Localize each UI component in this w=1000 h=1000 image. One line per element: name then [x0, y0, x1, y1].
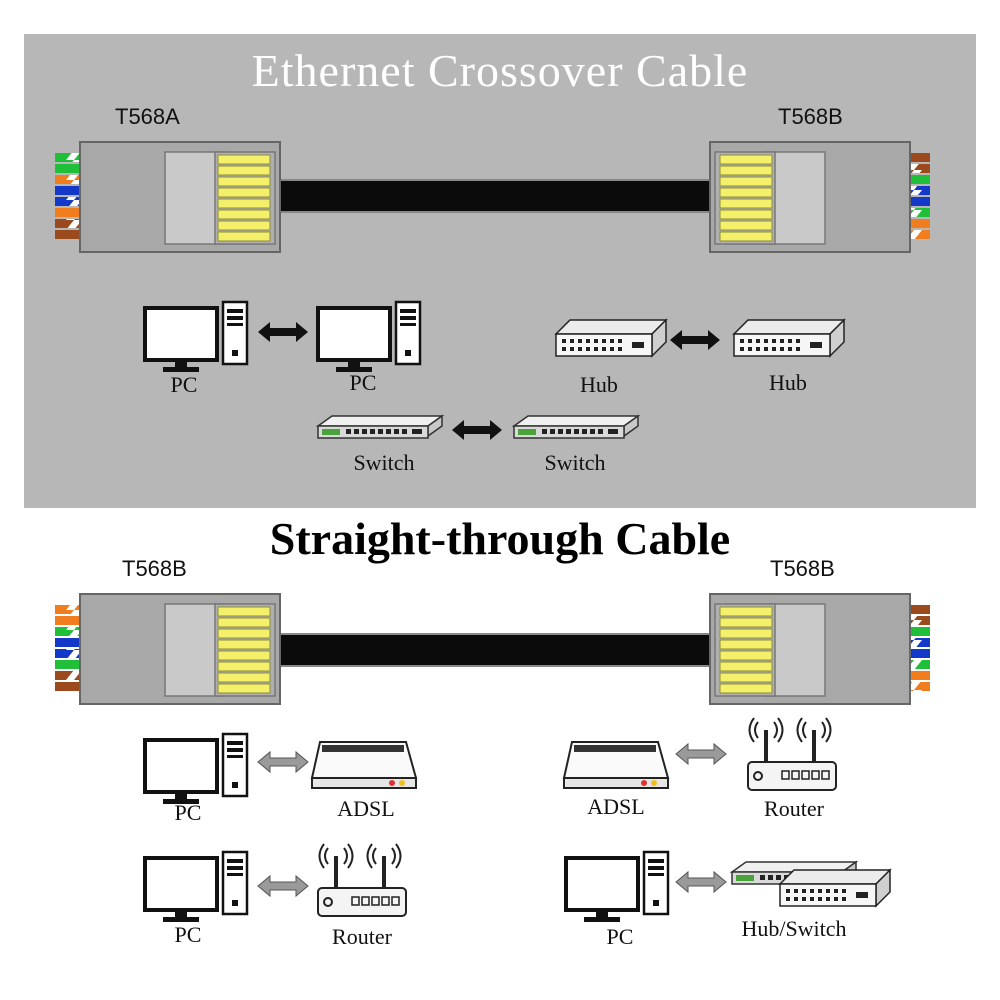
- label-switch-b: Switch: [544, 450, 606, 475]
- adsl-modem-icon: [563, 741, 669, 789]
- label-router-2: Router: [332, 924, 392, 949]
- straight-cable: [269, 633, 721, 667]
- label-adsl-1: ADSL: [337, 796, 395, 821]
- crossover-left-standard: T568A: [115, 104, 180, 129]
- right-connector-crossover: [709, 141, 911, 253]
- straight-title: Straight-through Cable: [269, 513, 731, 564]
- crossover-cable: [269, 179, 721, 213]
- label-pc-3: PC: [606, 924, 634, 949]
- label-pc-1: PC: [174, 800, 202, 825]
- double-arrow-icon: [670, 330, 720, 350]
- router-icon: [316, 842, 408, 918]
- double-arrow-icon: [257, 875, 309, 897]
- switch-icon: [317, 415, 443, 439]
- straight-left-standard: T568B: [122, 556, 187, 581]
- adsl-modem-icon: [311, 741, 417, 789]
- pc-icon: [564, 850, 670, 924]
- double-arrow-icon: [675, 743, 727, 765]
- label-hubswitch: Hub/Switch: [741, 916, 847, 941]
- label-hub-b: Hub: [769, 370, 807, 395]
- crossover-title: Ethernet Crossover Cable: [251, 45, 749, 96]
- crossover-right-standard: T568B: [778, 104, 843, 129]
- pc-icon: [143, 732, 249, 806]
- label-pc-b: PC: [349, 370, 377, 395]
- hub-icon: [733, 319, 845, 357]
- double-arrow-icon: [675, 871, 727, 893]
- double-arrow-icon: [452, 420, 502, 440]
- label-pc-2: PC: [174, 922, 202, 947]
- pc-icon: [143, 850, 249, 924]
- label-adsl-2: ADSL: [587, 794, 645, 819]
- router-icon: [746, 716, 838, 792]
- label-pc-a: PC: [170, 372, 198, 397]
- right-connector-straight: [709, 593, 911, 705]
- left-connector-straight: [79, 593, 281, 705]
- left-connector-crossover: [79, 141, 281, 253]
- hub-icon: [555, 319, 667, 357]
- double-arrow-icon: [258, 322, 308, 342]
- pc-icon: [316, 300, 422, 374]
- label-hub-a: Hub: [580, 372, 618, 397]
- label-router-1: Router: [764, 796, 824, 821]
- pc-icon: [143, 300, 249, 374]
- double-arrow-icon: [257, 751, 309, 773]
- switch-icon: [513, 415, 639, 439]
- hubswitch-icon: [731, 861, 891, 907]
- label-switch-a: Switch: [353, 450, 415, 475]
- straight-right-standard: T568B: [770, 556, 835, 581]
